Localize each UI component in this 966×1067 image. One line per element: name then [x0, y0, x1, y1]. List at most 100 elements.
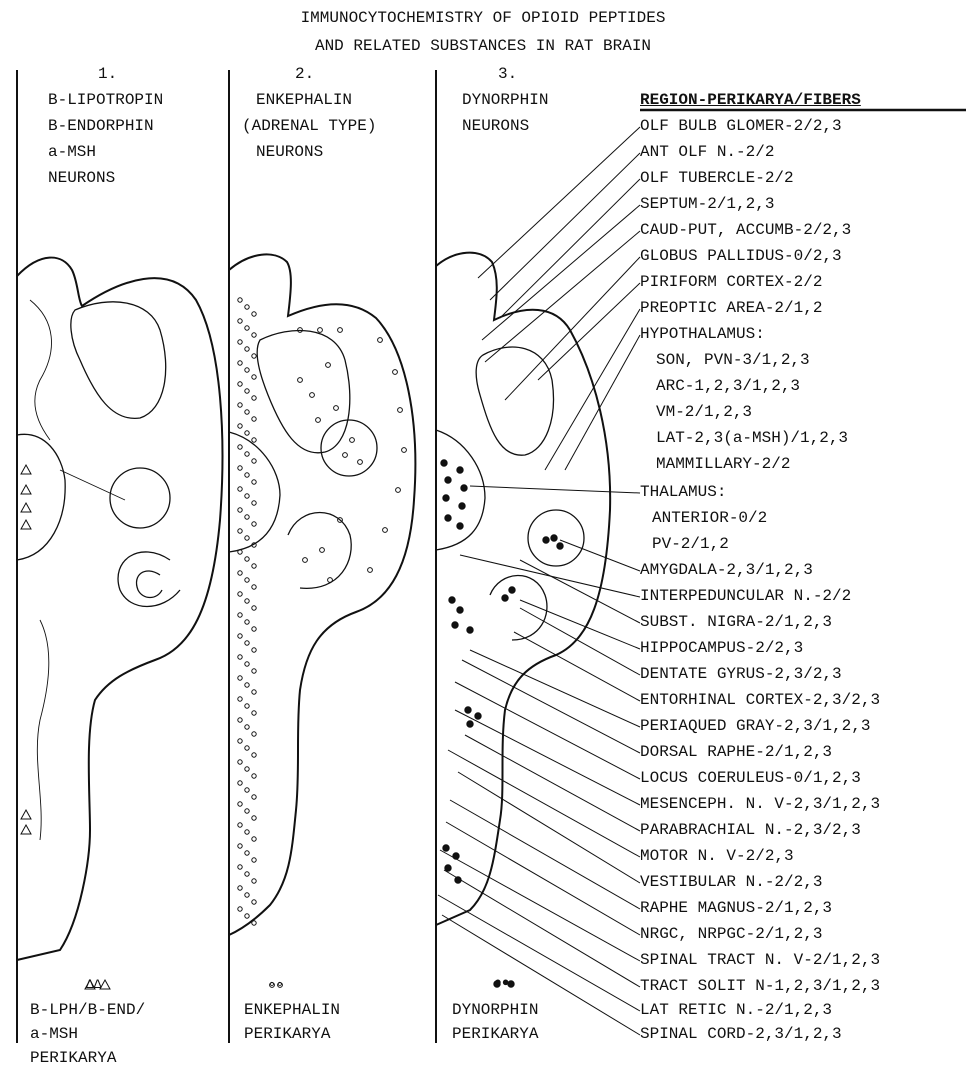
- leader-line: [465, 735, 640, 831]
- perikarya-open-circle: [238, 781, 242, 785]
- perikarya-open-circle: [252, 459, 256, 463]
- perikarya-triangle: [21, 825, 31, 834]
- section-2-amygdala: [321, 420, 377, 476]
- perikarya-open-circle: [252, 501, 256, 505]
- perikarya-open-circle: [245, 326, 249, 330]
- section-1-thalamus-edge: [17, 434, 65, 560]
- perikarya-open-circle: [278, 983, 283, 988]
- perikarya-open-circle: [245, 452, 249, 456]
- perikarya-filled-dot: [443, 495, 449, 501]
- perikarya-open-circle: [238, 907, 242, 911]
- perikarya-open-circle: [252, 606, 256, 610]
- perikarya-open-circle: [238, 445, 242, 449]
- perikarya-open-circle: [252, 858, 256, 862]
- leader-line: [446, 822, 640, 935]
- perikarya-open-circle: [245, 767, 249, 771]
- perikarya-open-circle: [238, 739, 242, 743]
- perikarya-open-circle: [245, 473, 249, 477]
- perikarya-open-circle: [252, 753, 256, 757]
- perikarya-filled-dot: [494, 981, 500, 987]
- perikarya-open-circle: [245, 830, 249, 834]
- section-3-ventricle: [476, 347, 553, 455]
- perikarya-open-circle: [238, 844, 242, 848]
- perikarya-open-circle: [245, 641, 249, 645]
- perikarya-open-circle: [252, 711, 256, 715]
- perikarya-open-circle: [245, 347, 249, 351]
- perikarya-open-circle: [245, 809, 249, 813]
- section-1-fiber: [30, 300, 51, 440]
- section-1-hippocampus: [118, 552, 180, 607]
- perikarya-open-circle: [252, 774, 256, 778]
- perikarya-filled-dot: [543, 537, 549, 543]
- perikarya-open-circle: [252, 669, 256, 673]
- perikarya-open-circle: [252, 585, 256, 589]
- perikarya-filled-dot: [457, 523, 463, 529]
- perikarya-open-circle: [245, 893, 249, 897]
- leader-line: [444, 870, 640, 987]
- leader-line: [545, 309, 640, 470]
- section-1-amygdala: [110, 468, 170, 528]
- perikarya-open-circle: [245, 704, 249, 708]
- perikarya-open-circle: [252, 627, 256, 631]
- perikarya-filled-dot: [453, 853, 459, 859]
- perikarya-open-circle: [316, 418, 321, 423]
- perikarya-open-circle: [252, 438, 256, 442]
- perikarya-open-circle: [245, 494, 249, 498]
- perikarya-open-circle: [238, 655, 242, 659]
- perikarya-filled-dot: [465, 707, 471, 713]
- leader-line: [438, 895, 640, 1011]
- perikarya-open-circle: [238, 466, 242, 470]
- perikarya-open-circle: [245, 599, 249, 603]
- perikarya-open-circle: [326, 363, 331, 368]
- perikarya-open-circle: [252, 732, 256, 736]
- perikarya-open-circle: [252, 564, 256, 568]
- perikarya-open-circle: [343, 453, 348, 458]
- perikarya-open-circle: [252, 312, 256, 316]
- perikarya-open-circle: [252, 921, 256, 925]
- perikarya-open-circle: [298, 378, 303, 383]
- perikarya-filled-dot: [551, 535, 557, 541]
- perikarya-open-circle: [245, 536, 249, 540]
- perikarya-triangle: [21, 520, 31, 529]
- perikarya-open-circle: [238, 319, 242, 323]
- perikarya-filled-dot: [502, 595, 508, 601]
- leader-line: [455, 710, 640, 805]
- perikarya-filled-dot: [449, 597, 455, 603]
- perikarya-open-circle: [245, 662, 249, 666]
- perikarya-filled-dot: [445, 515, 451, 521]
- perikarya-filled-dot: [459, 503, 465, 509]
- perikarya-open-circle: [238, 529, 242, 533]
- perikarya-open-circle: [270, 983, 275, 988]
- perikarya-open-circle: [398, 408, 403, 413]
- perikarya-open-circle: [238, 718, 242, 722]
- leader-line: [560, 540, 640, 571]
- perikarya-open-circle: [338, 328, 343, 333]
- perikarya-open-circle: [252, 690, 256, 694]
- perikarya-triangle: [85, 980, 95, 989]
- leader-line: [450, 800, 640, 909]
- perikarya-open-circle: [334, 406, 339, 411]
- perikarya-open-circle: [245, 620, 249, 624]
- section-1-fiber: [60, 470, 125, 500]
- perikarya-open-circle: [252, 837, 256, 841]
- perikarya-filled-dot: [461, 485, 467, 491]
- perikarya-open-circle: [252, 900, 256, 904]
- perikarya-filled-dot: [457, 467, 463, 473]
- perikarya-open-circle: [245, 305, 249, 309]
- perikarya-filled-dot: [467, 627, 473, 633]
- perikarya-open-circle: [252, 480, 256, 484]
- perikarya-filled-dot: [443, 845, 449, 851]
- perikarya-open-circle: [368, 568, 373, 573]
- perikarya-open-circle: [238, 340, 242, 344]
- perikarya-open-circle: [238, 424, 242, 428]
- perikarya-filled-dot: [467, 721, 473, 727]
- perikarya-open-circle: [245, 683, 249, 687]
- perikarya-open-circle: [393, 370, 398, 375]
- perikarya-open-circle: [238, 676, 242, 680]
- perikarya-triangle: [21, 485, 31, 494]
- perikarya-filled-dot: [508, 981, 514, 987]
- perikarya-open-circle: [238, 298, 242, 302]
- perikarya-open-circle: [245, 872, 249, 876]
- section-1-fiber: [37, 620, 48, 840]
- perikarya-filled-dot: [441, 460, 447, 466]
